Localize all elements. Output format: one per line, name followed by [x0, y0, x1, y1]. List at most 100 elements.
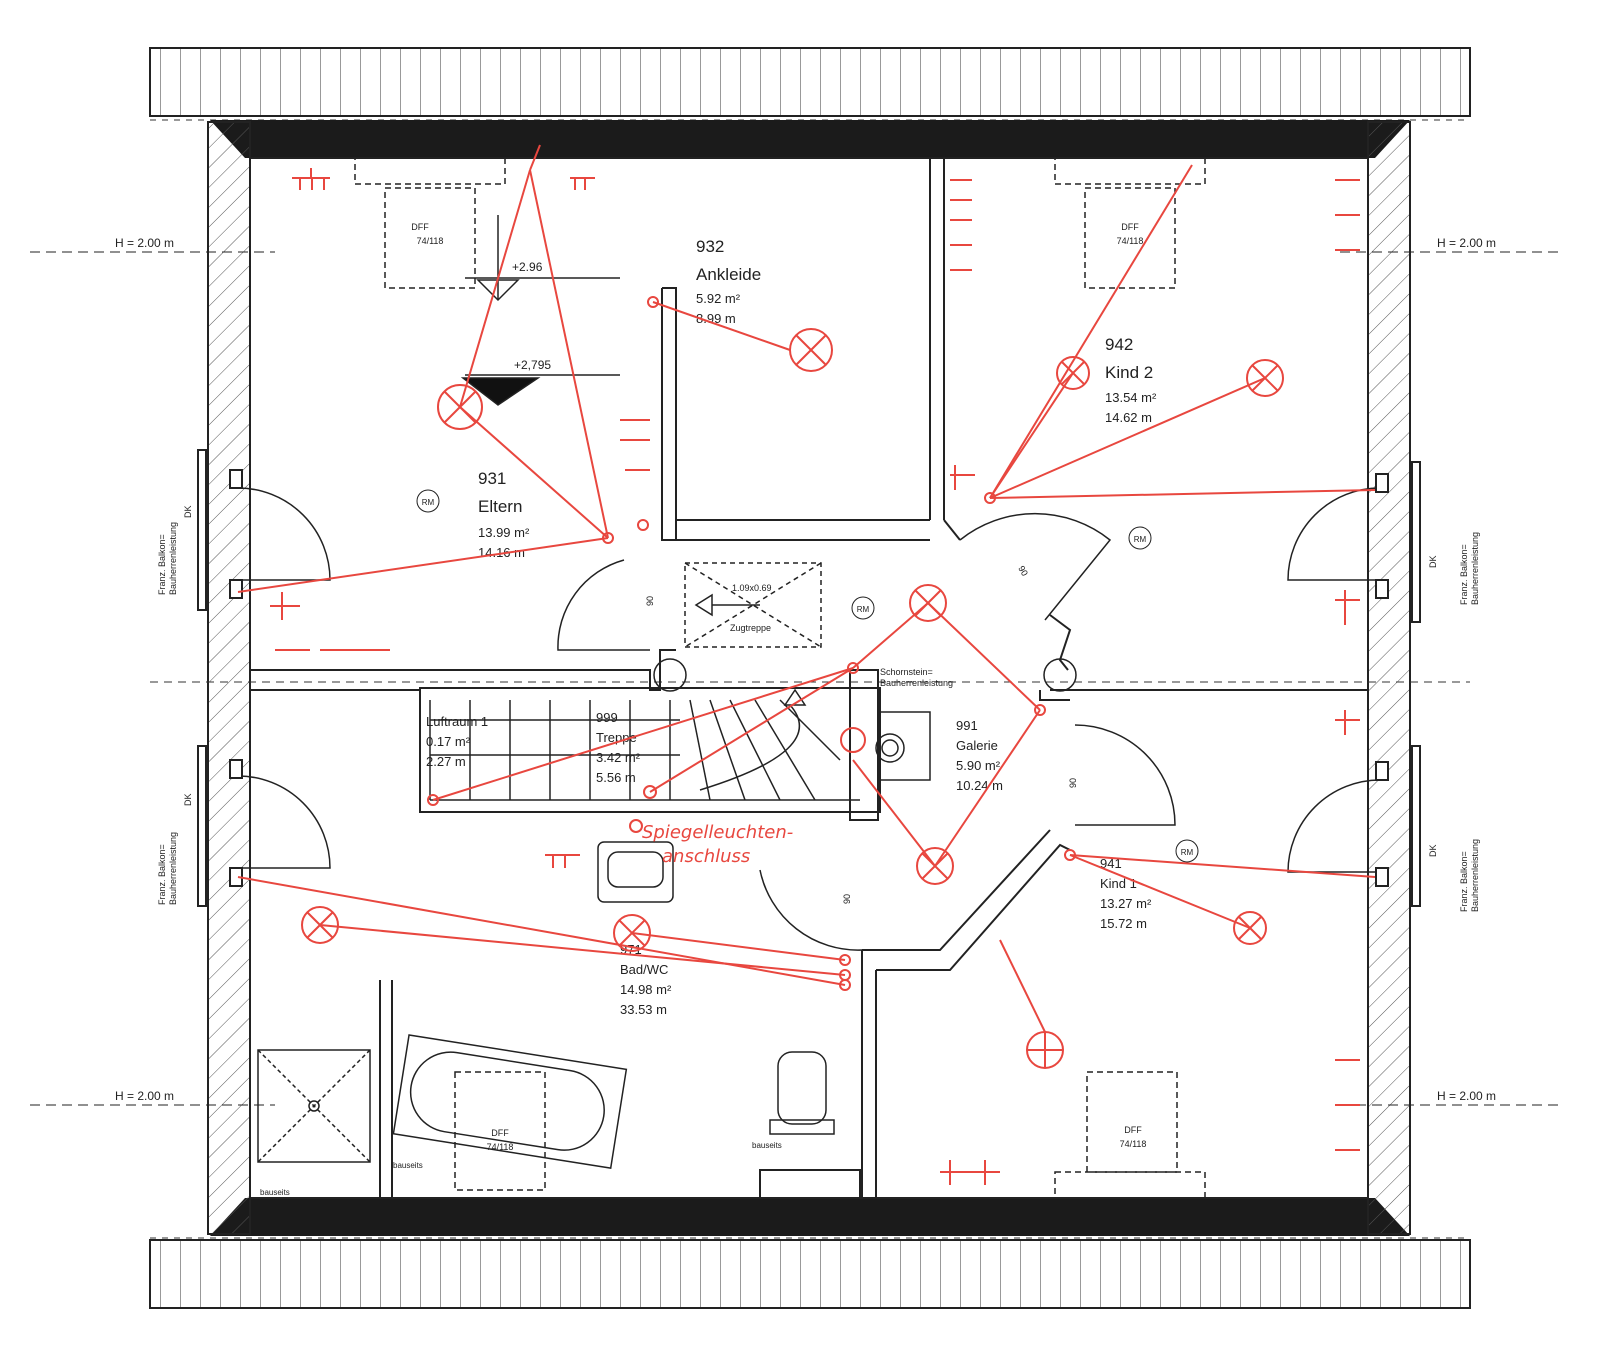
- door-width-1: 90: [645, 596, 655, 606]
- door-width-2: 90: [1016, 564, 1030, 578]
- room-931-id: 931: [478, 469, 506, 488]
- svg-text:RM: RM: [857, 605, 870, 614]
- room-942-perimeter: 14.62 m: [1105, 410, 1152, 425]
- svg-text:Franz. Balkon=: Franz. Balkon=: [157, 534, 167, 595]
- dk-label-3: DK: [1428, 555, 1438, 568]
- room-971-name: Bad/WC: [620, 962, 668, 977]
- luftraum-area: 0.17 m²: [426, 734, 471, 749]
- room-971-area: 14.98 m²: [620, 982, 672, 997]
- elevation-markers: [460, 215, 620, 406]
- height-label-bl: H = 2.00 m: [115, 1089, 174, 1103]
- bauseits-3: bauseits: [752, 1141, 782, 1150]
- room-942-area: 13.54 m²: [1105, 390, 1157, 405]
- dff-label-1: DFF: [411, 222, 429, 232]
- svg-text:RM: RM: [1134, 535, 1147, 544]
- room-932-name: Ankleide: [696, 265, 761, 284]
- height-label-tl: H = 2.00 m: [115, 236, 174, 250]
- ceiling-light-icon: [1026, 1031, 1064, 1069]
- interior-walls: [250, 158, 1368, 1199]
- room-941-name: Kind 1: [1100, 876, 1137, 891]
- wall-right: [1367, 121, 1411, 1235]
- room-942-name: Kind 2: [1105, 363, 1153, 382]
- handwritten-note-1: Spiegelleuchten-: [642, 822, 793, 843]
- svg-text:Bauherrenleistung: Bauherrenleistung: [168, 522, 178, 595]
- dff-label-2: DFF: [1121, 222, 1139, 232]
- room-999-id: 999: [596, 710, 618, 725]
- room-931-perimeter: 14.16 m: [478, 545, 525, 560]
- svg-text:Franz. Balkon=: Franz. Balkon=: [1459, 851, 1469, 912]
- stairs: [429, 688, 860, 801]
- svg-text:Franz. Balkon=: Franz. Balkon=: [1459, 544, 1469, 605]
- dff-label-3: DFF: [491, 1128, 509, 1138]
- ceiling-light-icon: [789, 328, 833, 372]
- svg-text:RM: RM: [1181, 848, 1194, 857]
- roof-bottom: [149, 1239, 1471, 1309]
- luftraum-name: Luftraum 1: [426, 714, 488, 729]
- dff-label-4: DFF: [1124, 1125, 1142, 1135]
- room-991-area: 5.90 m²: [956, 758, 1001, 773]
- room-931-area: 13.99 m²: [478, 525, 530, 540]
- room-971-perimeter: 33.53 m: [620, 1002, 667, 1017]
- smoke-detector-941: RM: [1175, 839, 1199, 863]
- luftraum-perimeter: 2.27 m: [426, 754, 466, 769]
- ceiling-light-icon: [840, 727, 866, 753]
- svg-text:Bauherrenleistung: Bauherrenleistung: [168, 832, 178, 905]
- franz-balkon-label-4: Franz. Balkon= Bauherrenleistung: [1459, 839, 1480, 912]
- room-941-perimeter: 15.72 m: [1100, 916, 1147, 931]
- dk-label-2: DK: [183, 793, 193, 806]
- height-label-tr: H = 2.00 m: [1437, 236, 1496, 250]
- franz-balkon-label-1: Franz. Balkon= Bauherrenleistung: [157, 522, 178, 595]
- dk-label-4: DK: [1428, 844, 1438, 857]
- room-932-id: 932: [696, 237, 724, 256]
- svg-text:RM: RM: [422, 498, 435, 507]
- svg-text:Franz. Balkon=: Franz. Balkon=: [157, 844, 167, 905]
- chimney-label: Schornstein=: [880, 667, 933, 677]
- room-991-name: Galerie: [956, 738, 998, 753]
- bauseits-2: bauseits: [393, 1161, 423, 1170]
- electrical-markup: [237, 144, 1376, 1185]
- handwritten-note-2: anschluss: [662, 846, 750, 867]
- franz-balkon-label-2: Franz. Balkon= Bauherrenleistung: [157, 832, 178, 905]
- room-991-id: 991: [956, 718, 978, 733]
- elevation-1: +2.96: [512, 260, 543, 274]
- dff-size-4: 74/118: [1120, 1139, 1147, 1149]
- elevation-2: +2,795: [514, 358, 551, 372]
- roof-edge-bottom: [210, 1198, 1410, 1236]
- svg-text:Bauherrenleistung: Bauherrenleistung: [1470, 532, 1480, 605]
- door-width-3: 90: [1068, 778, 1078, 788]
- roof-edge-top: [210, 120, 1410, 158]
- room-932-perimeter: 8.99 m: [696, 311, 736, 326]
- chimney-note: Bauherrenleistung: [880, 678, 953, 688]
- side-windows: [197, 449, 1421, 907]
- room-932-area: 5.92 m²: [696, 291, 741, 306]
- roof-top: [149, 47, 1471, 117]
- smoke-detector-942: RM: [1128, 526, 1152, 550]
- room-941-area: 13.27 m²: [1100, 896, 1152, 911]
- franz-balkon-label-3: Franz. Balkon= Bauherrenleistung: [1459, 532, 1480, 605]
- room-931-name: Eltern: [478, 497, 522, 516]
- bathroom-fixtures: [257, 711, 931, 1170]
- room-942-id: 942: [1105, 335, 1133, 354]
- room-991-perimeter: 10.24 m: [956, 778, 1003, 793]
- smoke-detector-corridor: RM: [851, 596, 875, 620]
- door-width-4: 90: [842, 894, 852, 904]
- svg-text:Bauherrenleistung: Bauherrenleistung: [1470, 839, 1480, 912]
- bauseits-1: bauseits: [260, 1188, 290, 1197]
- room-941-id: 941: [1100, 856, 1122, 871]
- hatch-size: 1.09x0.69: [732, 583, 772, 593]
- room-999-name: Treppe: [596, 730, 637, 745]
- doors: [237, 487, 1381, 951]
- dk-label-1: DK: [183, 505, 193, 518]
- smoke-detector-931: RM: [416, 489, 440, 513]
- dff-size-1: 74/118: [417, 236, 444, 246]
- roof-windows: [354, 157, 1206, 1199]
- room-999-area: 3.42 m²: [596, 750, 641, 765]
- dff-size-2: 74/118: [1117, 236, 1144, 246]
- room-999-perimeter: 5.56 m: [596, 770, 636, 785]
- height-label-br: H = 2.00 m: [1437, 1089, 1496, 1103]
- wall-left: [207, 121, 251, 1235]
- dff-size-3: 74/118: [487, 1142, 514, 1152]
- stair-hatch: [684, 562, 822, 648]
- hatch-name: Zugtreppe: [730, 623, 771, 633]
